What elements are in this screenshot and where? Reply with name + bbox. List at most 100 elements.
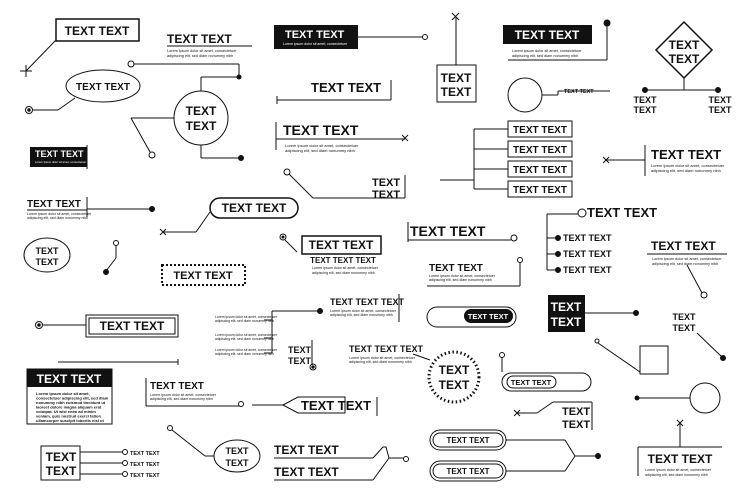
label: TEXT TEXT	[76, 82, 130, 93]
title-2: TEXT TEXT	[274, 465, 339, 479]
callout-circle-leader	[634, 382, 721, 414]
desc-2: adipiscing elit, sed diam nonummy nibh	[150, 397, 213, 401]
desc-1: Lorem ipsum dolor sit amet, consectetuer	[150, 393, 217, 397]
label: TEXT TEXT	[222, 201, 287, 215]
callout-box-list: TEXT TEXT TEXT TEXT TEXT TEXT TEXT TEXT	[40, 445, 160, 481]
callout-black-label-1: TEXT TEXT Lorem ipsum dolor sit amet, co…	[274, 25, 428, 49]
title: TEXT TEXT	[651, 147, 721, 162]
label: TEXT TEXT	[511, 378, 552, 387]
line-2: TEXT	[441, 85, 472, 99]
desc-1: Lorem ipsum dolor sit amet, consectetuer	[645, 468, 712, 472]
callout-pill-1: TEXT TEXT	[159, 197, 299, 236]
callout-circle-hub: TEXT TEXT	[130, 76, 244, 161]
title: TEXT TEXT	[150, 381, 204, 392]
callout-diamond: TEXT TEXT TEXT TEXT TEXT TEXT	[633, 20, 732, 115]
callout-title-desc-6: TEXT TEXT Lorem ipsum dolor sit amet, co…	[647, 239, 727, 299]
title: TEXT TEXT	[35, 149, 84, 159]
desc-c2: adipiscing elit, sed diam nonummy nibh	[215, 352, 274, 356]
item-1: TEXT TEXT	[563, 233, 612, 243]
title: TEXT TEXT	[167, 32, 232, 46]
desc-1: Lorem ipsum dolor sit amet, consectetuer	[27, 212, 92, 216]
title: TEXT TEXT	[515, 28, 580, 42]
card-line-6: veniam, quis nostrud exerci tation	[36, 414, 101, 419]
box-1: TEXT TEXT	[513, 125, 567, 136]
line-1: TEXT	[551, 300, 582, 314]
title: TEXT TEXT	[37, 372, 102, 386]
desc-1: Lorem ipsum dolor sit amet, consectetuer	[167, 49, 237, 53]
callout-box-square-link	[594, 338, 669, 375]
item-3: TEXT TEXT	[563, 265, 612, 275]
sub: TEXT TEXT TEXT	[310, 256, 376, 265]
label: TEXT TEXT	[311, 80, 381, 95]
line-1: TEXT	[669, 38, 700, 52]
desc-a2: adipiscing elit, sed diam nonummy nibh	[215, 319, 274, 323]
desc-c1: Lorem ipsum dolor sit amet, consectetuer	[215, 348, 278, 352]
label: TEXT TEXT	[410, 223, 486, 239]
label: TEXT TEXT	[564, 89, 594, 95]
callout-title-desc-8: TEXT TEXT Lorem ipsum dolor sit amet, co…	[145, 378, 244, 407]
callout-circle-title: TEXT TEXT TEXT TEXT TEXT TEXT TEXT TEXT	[546, 205, 657, 275]
title-1: TEXT TEXT	[274, 443, 339, 457]
box-3: TEXT TEXT	[513, 165, 567, 176]
callout-triple-desc: TEXT TEXT TEXT Lorem ipsum dolor sit ame…	[349, 344, 431, 364]
callout-diagonal-dot: TEXT TEXT	[672, 312, 726, 361]
item-1: TEXT TEXT	[130, 451, 160, 457]
desc-a1: Lorem ipsum dolor sit amet, consectetuer	[215, 315, 278, 319]
box-4: TEXT TEXT	[513, 185, 567, 196]
desc-1: Lorem ipsum dolor sit amet, consectetuer	[652, 257, 722, 261]
callout-ellipse: TEXT TEXT	[25, 69, 141, 114]
card-line-3: nonummy nibh euismod tincidunt ut	[36, 400, 106, 405]
callout-underline-2: TEXT TEXT	[407, 222, 518, 242]
callout-title-desc-4: TEXT TEXT Lorem ipsum dolor sit amet, co…	[27, 197, 155, 220]
label: TEXT TEXT	[100, 319, 165, 333]
callout-leader-corner: TEXT TEXT	[283, 168, 406, 201]
desc-1: Lorem ipsum dolor sit amet, consectetuer	[312, 266, 379, 270]
desc-2: adipiscing elit, sed diam nonummy nibh	[652, 262, 718, 266]
title: TEXT TEXT	[283, 122, 359, 138]
callout-dotted-box: TEXT TEXT	[161, 264, 246, 286]
desc-1: Lorem ipsum dolor sit amet, consectetuer	[349, 356, 416, 360]
callout-dot-text: TEXT TEXT	[288, 340, 317, 371]
desc-1: Lorem ipsum dolor sit amet, consectetuer	[429, 274, 496, 278]
line-1: TEXT	[372, 177, 400, 189]
callout-title-desc-7: TEXT TEXT TEXT Lorem ipsum dolor sit ame…	[330, 294, 405, 322]
line-2: TEXT	[288, 356, 312, 366]
desc-1: Lorem ipsum dolor sit amet, consectetuer	[330, 309, 397, 313]
callout-x-leader: TEXT TEXT	[513, 401, 593, 431]
desc-1: Lorem ipsum dolor sit amet, consectetuer	[285, 143, 359, 148]
desc-1: Lorem ipsum dolor sit amet, consectetuer	[512, 49, 582, 53]
pill-2: TEXT TEXT	[446, 467, 489, 476]
label: TEXT TEXT	[468, 312, 509, 321]
line-2: TEXT	[35, 257, 59, 267]
callout-title-desc-9: TEXT TEXT Lorem ipsum dolor sit amet, co…	[637, 419, 722, 477]
callout-double-pills: TEXT TEXT TEXT TEXT	[429, 429, 601, 482]
title: TEXT TEXT	[587, 205, 657, 220]
desc-2: adipiscing elit, sed diam nonummy nibh	[167, 54, 233, 58]
leaf-right-1: TEXT	[708, 95, 732, 105]
title: TEXT TEXT	[429, 263, 483, 274]
desc-2: adipiscing elit, sed diam nonummy nibh	[330, 313, 393, 317]
line-2: TEXT	[672, 323, 696, 333]
callout-black-label-2: TEXT TEXT Lorem ipsum dolor sit amet, co…	[503, 19, 611, 61]
line-1: TEXT	[562, 406, 590, 418]
callout-arrow-box: TEXT TEXT	[252, 396, 378, 416]
leaf-right-2: TEXT	[708, 105, 732, 115]
line-2: TEXT	[46, 464, 77, 478]
line-1: TEXT	[441, 71, 472, 85]
title: TEXT TEXT	[651, 239, 716, 253]
title: TEXT TEXT TEXT	[330, 297, 405, 307]
callout-ellipse-leader: TEXT TEXT	[167, 425, 261, 473]
title: TEXT TEXT	[648, 452, 713, 466]
desc: Lorem ipsum dolor sit amet, consectetuer	[283, 42, 348, 46]
callout-title-desc-1: TEXT TEXT Lorem ipsum dolor sit amet, co…	[127, 32, 252, 80]
callout-box-vertical: TEXT TEXT	[436, 12, 477, 103]
title: TEXT TEXT	[309, 238, 374, 252]
callout-underline-1: TEXT TEXT	[276, 80, 392, 104]
title: TEXT TEXT	[285, 29, 345, 41]
callout-dark-box-small: TEXT TEXT Lorem ipsum dolor sit amet, co…	[30, 145, 88, 169]
callout-dotted-circle: TEXT TEXT	[427, 350, 481, 404]
label: TEXT TEXT	[301, 398, 371, 413]
card-line-1: Lorem ipsum dolor sit amet,	[36, 391, 90, 396]
card-line-4: laoreet dolore magna aliquam erat	[36, 405, 102, 410]
